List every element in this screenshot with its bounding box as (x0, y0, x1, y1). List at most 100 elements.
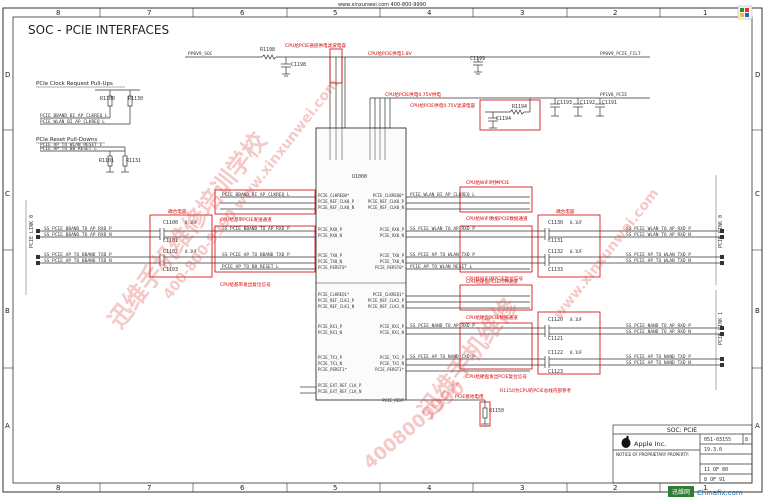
annotation-filter-cap: CPU给PCIE通道供电滤波电容 (285, 42, 346, 49)
part-c1132: C1132 (548, 249, 563, 255)
top-url: www.xinxunwei.com 400-800-9990 (338, 2, 426, 8)
part-r1194: R1194 (512, 104, 527, 110)
title-block-rev: 8 (745, 437, 748, 443)
col-label-bottom-7: 7 (147, 484, 151, 492)
ic-rx1p: PCIE_RX1_P (318, 324, 343, 329)
annotation-box-nand-clk (459, 284, 533, 311)
annotation-box-bband-clk (214, 189, 316, 215)
net-bband-rx-n: SS_PCIE_BBAND_TO_AP_RXD_N (44, 232, 112, 238)
row-label-right-c: C (755, 190, 760, 198)
part-c1193: C1193 (557, 100, 572, 106)
part-c1191: C1191 (602, 100, 617, 106)
ic-refclk1n: PCIE_REF_CLK1_N (318, 304, 355, 309)
annotation-0v75: CPU给PCIE供电0.75V供电 (385, 91, 441, 98)
annotation-couple-left: 耦合电容 (168, 208, 187, 215)
net-wlan-reset: PCIE_AP_TO_WLAN_RESET_L (40, 142, 103, 148)
part-c1120: C1120 (548, 317, 563, 323)
annotation-box-filter (479, 99, 541, 131)
row-label-right-d: D (755, 71, 760, 79)
net-nand-rx-p-ic: SS_PCIE_NAND_TO_AP_RXD_P (410, 323, 475, 329)
net-wlan-tx-p-ic: SS_PCIE_AP_TO_WLAN_TXD_P (410, 252, 475, 258)
ic-right-rx1n: PCIE_RX1_N (380, 330, 405, 335)
ic-right-rx0p: PCIE_RX0_P (380, 227, 405, 232)
ic-tx1p: PCIE_TX1_P (318, 355, 343, 360)
ic-clkreq0: PCIE_CLKREQ0* (318, 193, 350, 198)
col-label-3: 3 (520, 9, 524, 17)
part-r1130: R1130 (128, 96, 143, 102)
ic-right-refclk0p: PCIE_REF_CLK0_P (368, 199, 405, 204)
col-label-bottom-6: 6 (240, 484, 245, 492)
part-c1100: C1100 (163, 220, 178, 226)
annotation-box-wlan-clk (459, 186, 533, 213)
net-bband-clkreq: PCIE_BBAND_BI_AP_CLKREQ_L (40, 113, 108, 119)
title-block-frame (612, 424, 753, 484)
label-pcie-link1-right: PCIE LINK 1 (718, 312, 724, 345)
label-pcie-link0-right: PCIE LINK 0 (718, 215, 724, 248)
section-clkreq-title: PCIe Clock Request Pull-Ups (36, 81, 113, 87)
net-bband-rx-p-ic: SS_PCIE_BBAND_TO_AP_RXD_P (222, 226, 290, 232)
annotation-nand-data: CPU给硬盘PCIE数据通道 (466, 314, 518, 321)
net-bband-tx-p-ic: SS_PCIE_AP_TO_BBAND_TXD_P (222, 252, 290, 258)
col-label-1: 1 (703, 9, 707, 17)
annotation-nand-reset: CPU给硬盘发出PCIE复位信号 (466, 373, 527, 380)
row-label-right-b: B (755, 307, 760, 315)
part-c1194: C1194 (496, 116, 511, 122)
ic-right-refclk0n: PCIE_REF_CLK0_N (368, 205, 405, 210)
col-label-bottom-8: 8 (56, 484, 60, 492)
ic-tx0n: PCIE_TX0_N (318, 259, 343, 264)
row-label-b: B (5, 307, 10, 315)
annotation-box-wlan-data (459, 225, 533, 273)
ic-refclk0n: PCIE_REF_CLK0_N (318, 205, 355, 210)
ic-right-refclk1n: PCIE_REF_CLK1_N (368, 304, 405, 309)
ic-right-rx1p: PCIE_RX1_P (380, 324, 405, 329)
row-label-right-a: A (755, 422, 760, 430)
cap-val-c1100: 0.1UF (185, 220, 198, 225)
part-c1103: C1103 (163, 267, 178, 273)
ic-right-tx1n: PCIE_TX1_N (380, 361, 405, 366)
ic-right-tx1p: PCIE_TX1_P (380, 355, 405, 360)
net-bb-reset-ic: PCIE_AP_TO_BB_RESET_L (222, 264, 279, 270)
ic-clkreq1: PCIE_CLKREQ1* (318, 292, 350, 297)
annotation-box-couple-nand (537, 311, 601, 375)
part-c1123: C1123 (548, 369, 563, 375)
annotation-r1150: R1150为CPU的PCIE总线内部参考 (500, 387, 572, 394)
part-c1192: C1192 (580, 100, 595, 106)
page-title: SOC - PCIE INTERFACES (28, 23, 169, 37)
net-wlan-rx-p-ic: SS_PCIE_WLAN_TO_AP_RXD_P (410, 226, 475, 232)
part-c1133: C1133 (548, 267, 563, 273)
net-pp0v9-soc: PP0V9_SOC (188, 51, 213, 57)
part-c1198: C1198 (291, 62, 306, 68)
ic-rx1n: PCIE_RX1_N (318, 330, 343, 335)
annotation-wlan-reset: CPU给WIFI发PCIE复位信号 (466, 275, 523, 282)
annotation-bband-tx: CPU给基带PCIE发送通道 (220, 216, 272, 223)
net-wlan-clkreq-ic: PCIE_WLAN_BI_AP_CLKREQ_L (410, 192, 475, 198)
apple-logo-icon (621, 435, 631, 448)
part-u1000: U1000 (352, 174, 367, 180)
net-nand-tx-p-ic: SS_PCIE_AP_TO_NAND_TXD_P (410, 354, 475, 360)
ic-right-clkreq0: PCIE_CLKREQ0* (373, 193, 405, 198)
label-pcie-link0-left: PCIE LINK 0 (29, 215, 35, 248)
net-pp0v9-pcie-filt: PP0V9_PCIE_FILT (600, 51, 641, 57)
row-label-d: D (5, 71, 10, 79)
section-reset-title: PCIe Reset Pull-Downs (36, 137, 97, 143)
col-label-6: 6 (240, 9, 245, 17)
part-c1101: C1101 (163, 238, 178, 244)
ic-right-refclk1p: PCIE_REF_CLK1_P (368, 298, 405, 303)
cap-val-c1132: 0.1UF (570, 249, 583, 254)
title-block-company: Apple Inc. (634, 440, 666, 448)
ic-tx0p: PCIE_TX0_P (318, 253, 343, 258)
net-nand-tx-p: SS_PCIE_AP_TO_NAND_TXD_P (626, 354, 691, 360)
net-bb-reset: PCIE_AP_TO_BB_RESET_L (40, 146, 97, 152)
part-r1150: R1150 (489, 408, 504, 414)
annotation-wlan-data: CPU给WIFI数据PCIE数据通道 (466, 215, 528, 222)
col-label-bottom-1: 1 (703, 484, 707, 492)
net-bband-tx-n: SS_PCIE_AP_TO_BBAND_TXD_N (44, 258, 112, 264)
title-block-doc-no: 051-03155 (704, 437, 731, 443)
ic-right-perst0: PCIE_PERST0* (375, 265, 404, 270)
col-label-4: 4 (427, 9, 432, 17)
chinafix-logo-icon (737, 5, 753, 20)
chinafix-footer-logo: 迅维网 Chinafix.com (668, 486, 743, 497)
net-bband-clkreq-ic: PCIE_BBAND_BI_AP_CLKREQ_L (222, 192, 290, 198)
ic-right-tx0n: PCIE_TX0_N (380, 259, 405, 264)
